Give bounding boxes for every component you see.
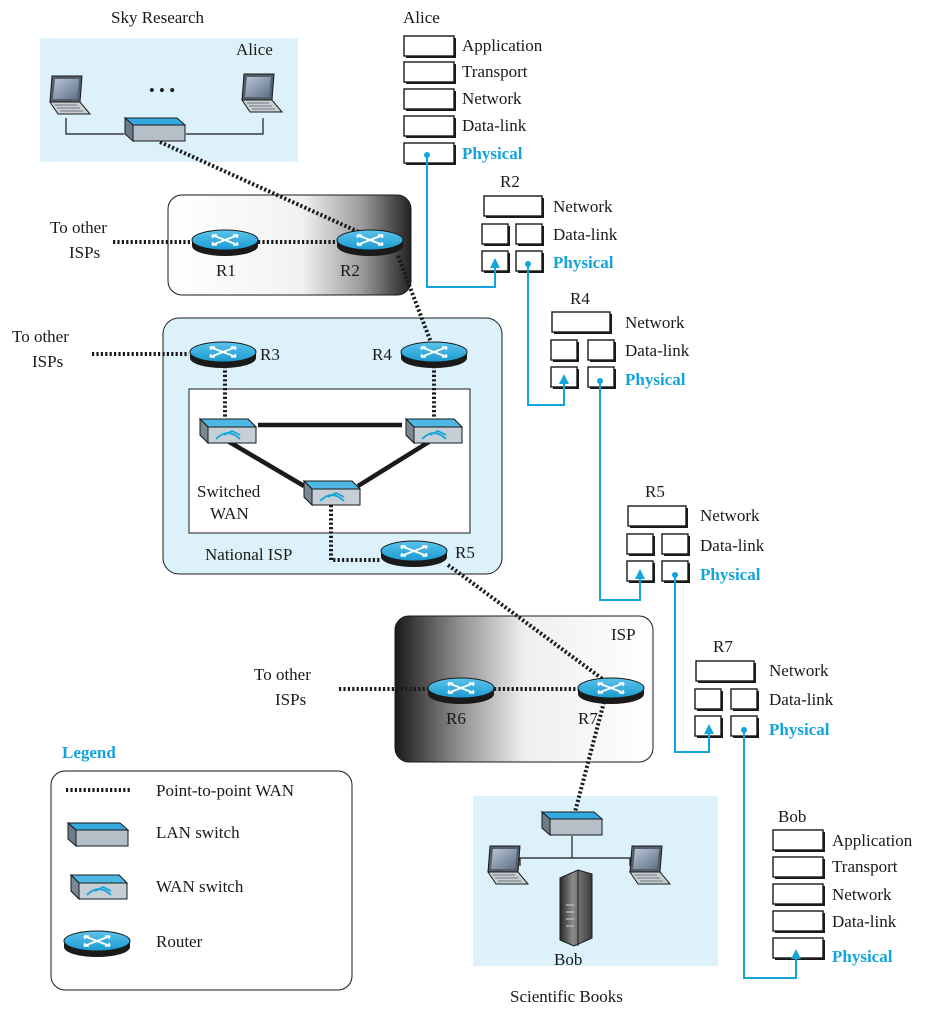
router-r5-icon <box>380 540 448 568</box>
bob-host-label: Bob <box>554 950 582 969</box>
stack-title: R7 <box>713 637 733 656</box>
layer-label: Transport <box>832 857 898 876</box>
switched-wan-box <box>188 388 471 534</box>
wan-switch-icon <box>405 418 463 444</box>
layer-label: Data-link <box>553 225 618 244</box>
layer-label: Physical <box>769 720 830 739</box>
regional-isp-box <box>167 194 412 296</box>
router-r1-label: R1 <box>216 261 236 280</box>
router-r5-label: R5 <box>455 543 475 562</box>
router-r7-icon <box>577 677 645 705</box>
layer-label: Data-link <box>832 912 897 931</box>
legend-item-label: Router <box>156 932 203 951</box>
alice-protocol-stack: Alice Application Transport Network Data… <box>403 8 543 166</box>
router-r6-icon <box>427 677 495 705</box>
more-hosts-ellipsis: • • • <box>149 81 175 100</box>
lan-switch-icon <box>541 811 603 836</box>
stack-title: Alice <box>403 8 440 27</box>
router-r7-label: R7 <box>578 709 598 728</box>
stack-title: Bob <box>778 807 806 826</box>
switched-wan-label: WAN <box>210 504 249 523</box>
isp-box <box>394 615 654 763</box>
legend-item-label: Point-to-point WAN <box>156 781 294 800</box>
layer-label: Application <box>462 36 543 55</box>
layer-label: Physical <box>553 253 614 272</box>
layer-label: Physical <box>625 370 686 389</box>
physical-path <box>424 152 801 979</box>
national-isp-label: National ISP <box>205 545 292 564</box>
r2-protocol-stack: R2 Network Data-link Physical <box>481 172 618 274</box>
lan-switch-icon <box>124 117 186 142</box>
router-r6-label: R6 <box>446 709 466 728</box>
layer-label: Data-link <box>462 116 527 135</box>
to-other-isps-label: ISPs <box>32 352 63 371</box>
layer-label: Network <box>769 661 829 680</box>
to-other-isps-label: To other <box>50 218 107 237</box>
to-other-isps-label: ISPs <box>275 690 306 709</box>
layer-label: Data-link <box>700 536 765 555</box>
router-r4-label: R4 <box>372 345 392 364</box>
wan-links <box>65 118 631 866</box>
wan-switch-icon <box>199 418 257 444</box>
layer-label: Network <box>700 506 760 525</box>
legend-item-label: WAN switch <box>156 877 244 896</box>
layer-label: Physical <box>832 947 893 966</box>
layer-label: Physical <box>700 565 761 584</box>
scientific-books-label: Scientific Books <box>510 987 623 1006</box>
legend-box <box>50 770 353 991</box>
isp-label: ISP <box>611 625 636 644</box>
stack-title: R2 <box>500 172 520 191</box>
r4-protocol-stack: R4 Network Data-link Physical <box>550 289 690 390</box>
layer-label: Application <box>832 831 913 850</box>
to-other-isps-label: To other <box>12 327 69 346</box>
sky-research-label: Sky Research <box>111 8 205 27</box>
router-r2-label: R2 <box>340 261 360 280</box>
layer-label: Network <box>625 313 685 332</box>
stack-title: R4 <box>570 289 590 308</box>
legend-router-icon <box>63 930 131 958</box>
stack-title: R5 <box>645 482 665 501</box>
legend-title: Legend <box>62 743 116 762</box>
wan-switch-icon <box>303 480 361 506</box>
alice-host-label: Alice <box>236 40 273 59</box>
router-r4-icon <box>400 341 468 369</box>
switched-wan-label: Switched <box>197 482 261 501</box>
router-r1-icon <box>191 229 259 257</box>
bob-protocol-stack: Bob Application Transport Network Data-l… <box>772 807 913 966</box>
layer-label: Data-link <box>625 341 690 360</box>
router-r3-label: R3 <box>260 345 280 364</box>
bob-server-icon <box>559 869 593 947</box>
legend-item-label: LAN switch <box>156 823 240 842</box>
router-r2-icon <box>336 229 404 257</box>
r5-protocol-stack: R5 Network Data-link Physical <box>626 482 765 584</box>
router-r3-icon <box>189 341 257 369</box>
layer-label: Network <box>462 89 522 108</box>
layer-label: Network <box>832 885 892 904</box>
r7-protocol-stack: R7 Network Data-link Physical <box>694 637 834 739</box>
to-other-isps-label: To other <box>254 665 311 684</box>
layer-label: Data-link <box>769 690 834 709</box>
layer-label: Physical <box>462 144 523 163</box>
legend-lan-switch-icon <box>67 822 129 847</box>
layer-label: Network <box>553 197 613 216</box>
layer-label: Transport <box>462 62 528 81</box>
legend-wan-switch-icon <box>70 874 128 900</box>
to-other-isps-label: ISPs <box>69 243 100 262</box>
